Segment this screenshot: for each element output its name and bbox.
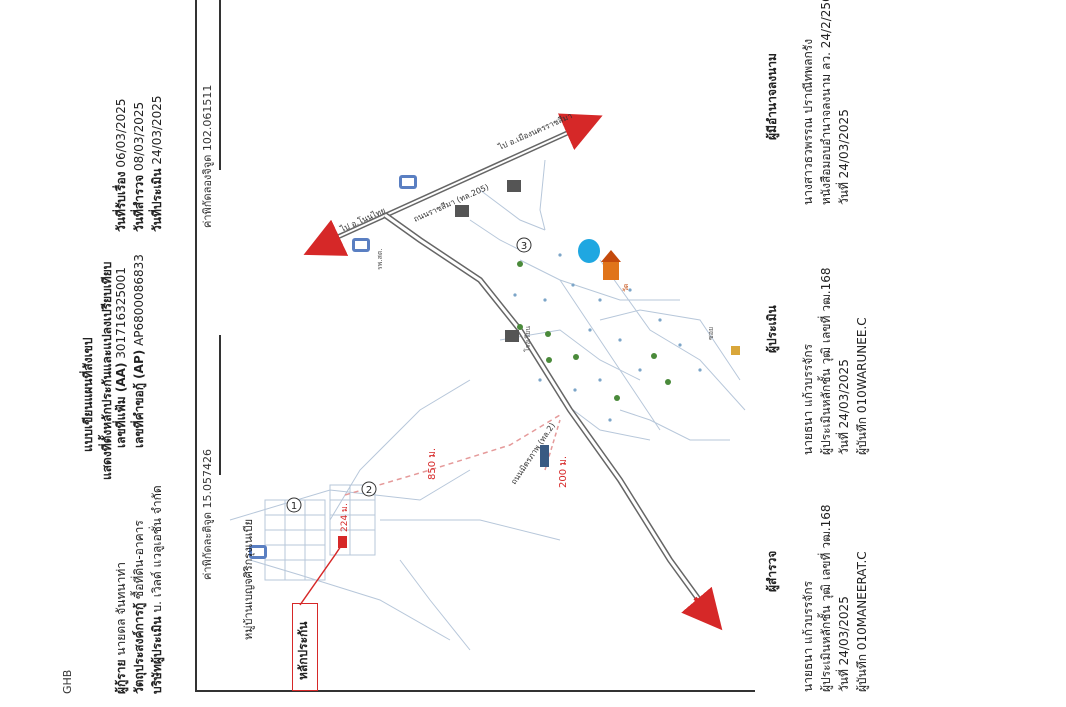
school-label: โรงเรียน xyxy=(523,326,532,352)
road-local-5 xyxy=(380,519,561,541)
soi-label: ซอย xyxy=(707,327,715,340)
collateral-lot xyxy=(338,536,347,548)
distance-200-label: 200 ม. xyxy=(558,456,569,488)
authority-heading: ผู้มีอำนาจลงนาม xyxy=(765,53,779,140)
map-frame-bottom xyxy=(195,690,755,692)
road-local-4 xyxy=(399,559,471,651)
arrow-to-left xyxy=(303,219,349,256)
marker-2: 2 xyxy=(361,481,377,497)
collateral-box xyxy=(292,603,318,691)
map-frame-left xyxy=(195,0,197,692)
road-local-2 xyxy=(249,559,451,641)
tree-group xyxy=(517,261,671,401)
authority-date: วันที่ 24/03/2025 xyxy=(837,109,851,205)
marker-3-label: 3 xyxy=(521,241,527,252)
appraiser-recorder: ผู้บันทึก 010WARUNEE.C xyxy=(855,317,869,455)
road-local-9 xyxy=(599,309,741,381)
arrow-bottom xyxy=(681,586,723,631)
temple-icon xyxy=(601,250,621,280)
road-local-8 xyxy=(599,259,746,411)
appraiser-date: วันที่ 24/03/2025 xyxy=(837,359,851,455)
road-local-14 xyxy=(469,219,521,251)
collateral-pointer xyxy=(299,539,346,606)
marker-2-label: 2 xyxy=(366,485,372,496)
surveyor-date: วันที่ 24/03/2025 xyxy=(837,596,851,692)
marker-1-label: 1 xyxy=(291,501,297,512)
road-main-2 xyxy=(383,212,713,617)
distance-850-label: 850 ม. xyxy=(427,448,438,480)
road-top-label: ถนนราชสีมา (ทล.205) xyxy=(412,182,490,223)
place-icon-1 xyxy=(352,238,370,252)
lake-icon xyxy=(578,239,600,263)
appraiser-name: นายธนา แก้วบรรจักร xyxy=(801,343,815,455)
arrow-to-right xyxy=(557,113,603,151)
building-icon xyxy=(540,445,549,467)
road-local-15 xyxy=(539,159,546,231)
minor-symbols xyxy=(513,253,702,422)
surveyor-role: ผู้ประเมินหลักชั้น วุฒิ เลขที่ วฒ.168 xyxy=(819,504,833,692)
road-local-10 xyxy=(499,329,641,381)
place-icon-2 xyxy=(399,175,417,189)
distance-line-850 xyxy=(344,414,561,496)
road-local-6 xyxy=(519,259,680,301)
village-plots xyxy=(264,484,376,581)
map-frame-mid-right xyxy=(219,335,221,475)
road-local-11 xyxy=(619,409,730,441)
surveyor-heading: ผู้สำรวจ xyxy=(765,550,779,592)
authority-name: นางสาวธวพรรณ ปราณีทพลกรัง xyxy=(801,38,815,205)
marker-3: 3 xyxy=(516,237,532,253)
surveyor-name: นายธนา แก้วบรรจักร xyxy=(801,580,815,692)
map-frame-top-right xyxy=(219,0,221,170)
road-local-13 xyxy=(479,189,546,231)
authority-role: หนังสือมอบอำนาจลงนาม ลว. 24/2/2563 xyxy=(819,0,833,205)
collateral-box-label: หลักประกัน xyxy=(296,621,310,680)
place-icon-4 xyxy=(507,180,521,192)
place-icon-5 xyxy=(455,205,469,217)
hospital-label: รพ.สต. xyxy=(376,248,384,270)
appraiser-heading: ผู้ประเมิน xyxy=(765,305,779,353)
appraiser-role: ผู้ประเมินหลักชั้น วุฒิ เลขที่ วฒ.168 xyxy=(819,267,833,455)
surveyor-recorder: ผู้บันทึก 010MANEERAT.C xyxy=(855,551,869,692)
village-label: หมู่บ้านเบญจศิริกรุงเนเบีย xyxy=(242,519,255,640)
temple-label: วัด xyxy=(622,284,630,292)
place-icon-3 xyxy=(249,545,267,559)
house-icon xyxy=(731,346,740,355)
marker-1: 1 xyxy=(286,497,302,513)
distance-224-label: 224 ม. xyxy=(340,503,350,532)
place-icon-6 xyxy=(505,330,519,342)
road-local-3 xyxy=(329,379,471,521)
